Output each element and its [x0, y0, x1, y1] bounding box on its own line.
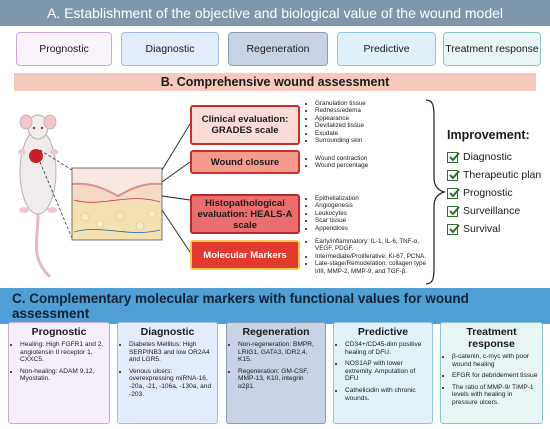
eval-box-histopathological: Histopathological evaluation: HEALS-A sc…: [190, 194, 300, 234]
improvement-item: Prognostic: [447, 184, 550, 202]
eval-box-clinical: Clinical evaluation: GRADES scale: [190, 105, 300, 145]
checkbox-icon: [447, 205, 460, 217]
checkbox-icon: [447, 187, 460, 199]
checkbox-icon: [447, 151, 460, 163]
eval-box-label: Clinical evaluation: GRADES scale: [201, 114, 289, 136]
eval-bullet: Late-stage/Remodelation: collagen type I…: [315, 260, 434, 275]
wound-model-illustration: [18, 114, 191, 279]
eval-bullet: Wound percentage: [315, 162, 426, 169]
marker-card-prognostic: Prognostic Healing: High FGFR1 and 2, an…: [8, 322, 110, 424]
improvement-panel: Improvement: Diagnostic Therapeutic plan…: [447, 128, 550, 238]
eval-bullets-clinical: Granulation tissue Redness/edema Appeara…: [306, 100, 426, 144]
checkbox-icon: [447, 223, 460, 235]
marker-card-title: Diagnostic: [140, 326, 195, 338]
marker-bullet: Diabetes Mellitus: High SERPINB3 and low…: [129, 341, 214, 364]
marker-card-treatment-response: Treatment response β-catenin, c-myc with…: [440, 322, 543, 424]
improvement-item: Surveillance: [447, 202, 550, 220]
marker-bullet: Non-healing: ADAM 9,12, Myostatin.: [20, 368, 106, 383]
marker-bullet: EFGR for debridement tissue: [452, 372, 539, 380]
marker-card-title: Prognostic: [31, 326, 87, 338]
eval-bullet: Exudate: [315, 130, 426, 137]
eval-box-molecular-markers: Molecular Markers: [190, 240, 300, 270]
marker-bullet: Cathelicidin with chronic wounds.: [345, 387, 429, 402]
section-c-title: C. Complementary molecular markers with …: [0, 288, 550, 324]
marker-card-title: Treatment response: [466, 326, 517, 350]
marker-bullet: CD34+/CD45-dim positive healing of DFU.: [345, 341, 429, 356]
improvement-label: Survival: [463, 223, 501, 235]
eval-bullets-wound-closure: Wound contraction Wound percentage: [306, 155, 426, 170]
objective-box-label: Predictive: [363, 43, 410, 55]
bracket-arrow: [425, 99, 446, 285]
objective-box-prognostic: Prognostic: [16, 32, 112, 66]
eval-bullet: Devitalized tissue: [315, 122, 426, 129]
section-a-title: A. Establishment of the objective and bi…: [0, 0, 550, 26]
marker-bullet: Regeneration: GM-CSF, MMP-13, K10, integ…: [238, 368, 322, 391]
improvement-title: Improvement:: [447, 128, 530, 142]
marker-bullet: Non-regeneration: BMPR, LRIG1, GATA3, ID…: [238, 341, 322, 364]
eval-bullets-histopathological: Epithelialization Angiogenesis Leukocyte…: [306, 195, 426, 232]
objective-box-predictive: Predictive: [337, 32, 436, 66]
eval-bullet: Appearance: [315, 115, 426, 122]
eval-box-label: Histopathological evaluation: HEALS-A sc…: [197, 197, 293, 231]
eval-box-label: Molecular Markers: [203, 249, 287, 261]
eval-bullet: Wound contraction: [315, 155, 426, 162]
objective-box-diagnostic: Diagnostic: [121, 32, 219, 66]
section-b-title: B. Comprehensive wound assessment: [14, 73, 536, 91]
skin-cross-section: [71, 167, 163, 241]
checkbox-icon: [447, 169, 460, 181]
marker-bullet: Healing: High FGFR1 and 2, angiotensin I…: [20, 341, 106, 364]
eval-box-wound-closure: Wound closure: [190, 150, 300, 174]
eval-bullet: Scar tissue: [315, 217, 426, 224]
marker-bullet: NOS1AP with lower extremity. Amputation …: [345, 360, 429, 383]
objective-box-regeneration: Regeneration: [228, 32, 328, 66]
eval-bullet: Leukocytes: [315, 210, 426, 217]
improvement-item: Survival: [447, 220, 550, 238]
objective-box-label: Treatment response: [445, 43, 539, 55]
eval-bullet: Appendices: [315, 225, 426, 232]
marker-bullet: The ratio of MMP-9/ TIMP-1 levels with h…: [452, 384, 539, 407]
eval-bullet: Redness/edema: [315, 107, 426, 114]
eval-box-label: Wound closure: [210, 156, 280, 168]
improvement-label: Therapeutic plan: [463, 169, 542, 181]
improvement-label: Diagnostic: [463, 151, 513, 163]
eval-bullet: Angiogenesis: [315, 202, 426, 209]
objective-box-label: Prognostic: [39, 43, 89, 55]
marker-card-predictive: Predictive CD34+/CD45-dim positive heali…: [333, 322, 433, 424]
eval-bullet: Intermediate/Proliferative: Ki-67, PCNA.: [315, 253, 434, 260]
eval-bullet: Granulation tissue: [315, 100, 426, 107]
marker-card-title: Regeneration: [242, 326, 310, 338]
marker-bullet: β-catenin, c-myc with poor wound healing: [452, 353, 539, 368]
objective-box-label: Diagnostic: [145, 43, 195, 55]
eval-bullets-molecular: Early/inflammatory: IL-1, IL-6, TNF-α, V…: [306, 238, 434, 275]
marker-card-title: Predictive: [357, 326, 409, 338]
objective-box-treatment-response: Treatment response: [443, 32, 541, 66]
eval-bullet: Epithelialization: [315, 195, 426, 202]
improvement-label: Prognostic: [463, 187, 513, 199]
marker-card-diagnostic: Diagnostic Diabetes Mellitus: High SERPI…: [117, 322, 218, 424]
eval-bullet: Early/inflammatory: IL-1, IL-6, TNF-α, V…: [315, 238, 434, 253]
improvement-item: Therapeutic plan: [447, 166, 550, 184]
improvement-label: Surveillance: [463, 205, 521, 217]
marker-card-regeneration: Regeneration Non-regeneration: BMPR, LRI…: [226, 322, 326, 424]
improvement-item: Diagnostic: [447, 148, 550, 166]
marker-bullet: Venous ulcers: overexpressing miRNA-16, …: [129, 368, 214, 398]
rat-illustration: [18, 114, 58, 279]
eval-bullet: Surrounding skin: [315, 137, 426, 144]
objective-box-label: Regeneration: [246, 43, 310, 55]
